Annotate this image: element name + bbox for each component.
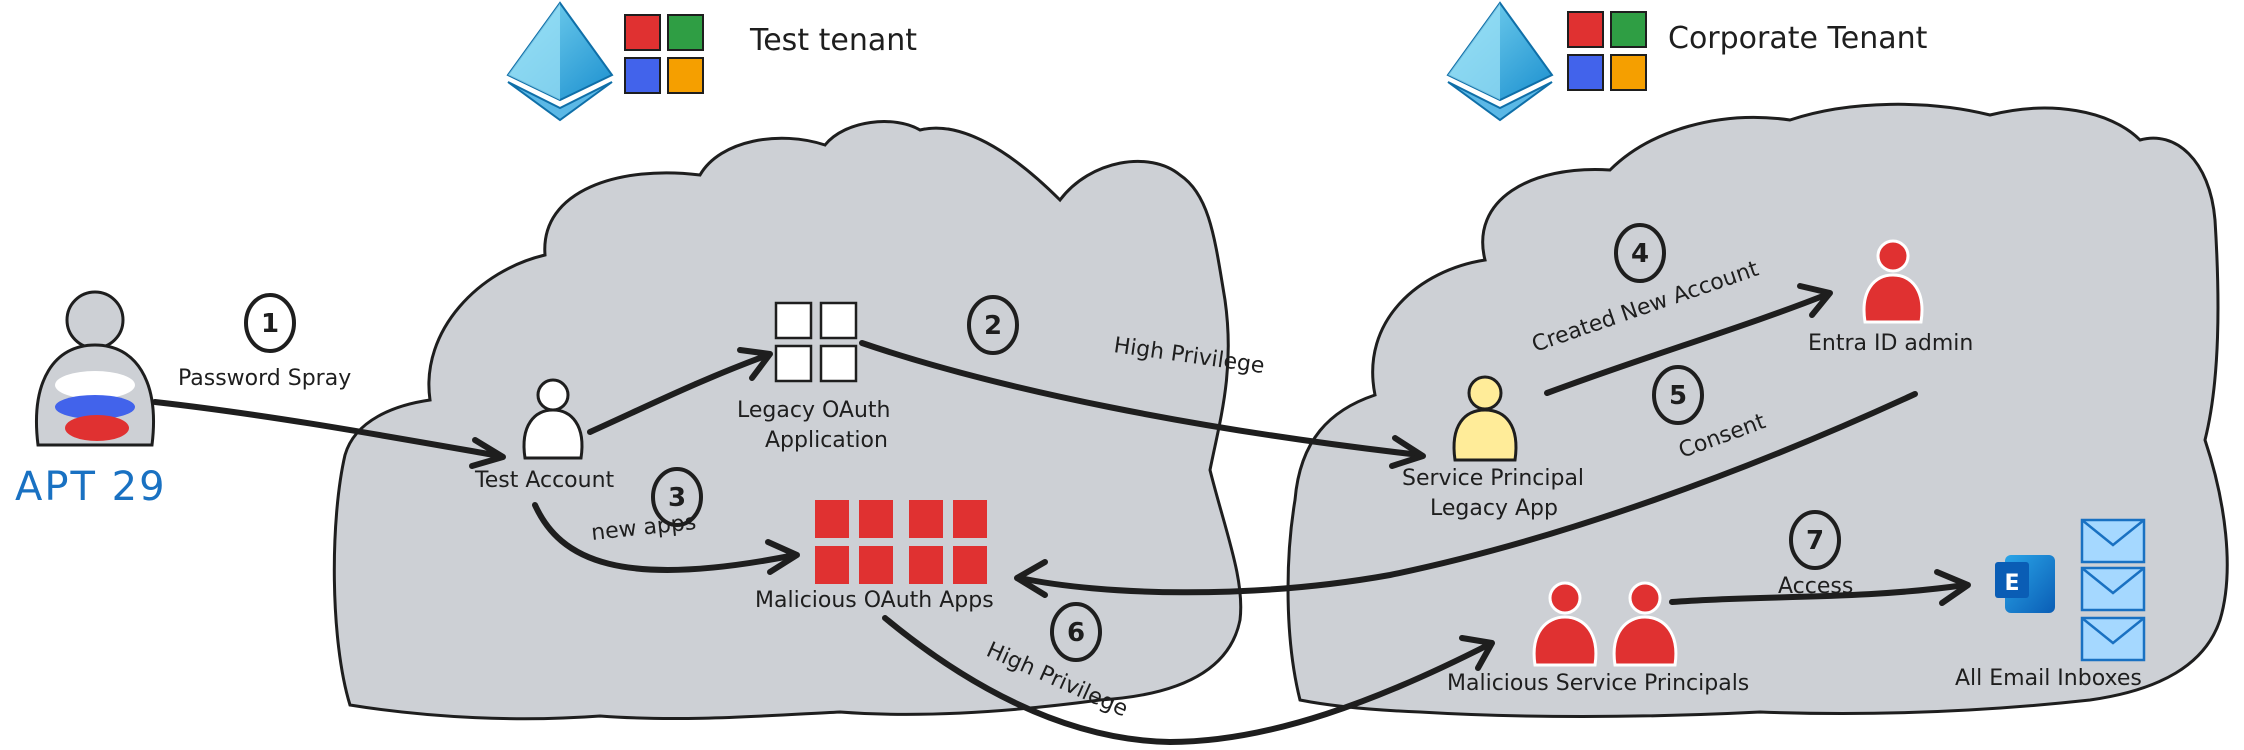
email-envelope-icon — [2080, 518, 2146, 564]
svg-text:E: E — [2004, 571, 2019, 596]
exchange-icon: E — [1995, 555, 2055, 613]
svg-text:6: 6 — [1067, 618, 1085, 648]
arrow-step-6 — [882, 615, 1495, 745]
arrow-step-7 — [1669, 569, 1971, 606]
step-5-badge: 5 — [1652, 365, 1704, 425]
step-2-badge: 2 — [967, 295, 1019, 355]
apt29-label: APT 29 — [15, 464, 167, 510]
email-inboxes-label: All Email Inboxes — [1955, 666, 2142, 691]
azure-ad-icon — [1446, 1, 1554, 122]
malicious-service-principals-icon — [1532, 581, 1678, 667]
svg-text:7: 7 — [1806, 526, 1824, 556]
step-7-label: Access — [1778, 574, 1853, 599]
email-envelope-icon — [2080, 566, 2146, 612]
test-account-icon — [522, 378, 584, 460]
microsoft-logo-icon — [624, 14, 704, 94]
azure-ad-icon — [506, 1, 614, 122]
test-tenant-title: Test tenant — [749, 23, 917, 58]
step-1-label: Password Spray — [178, 366, 351, 391]
svg-text:4: 4 — [1631, 239, 1649, 269]
arrow-step-2 — [859, 340, 1426, 469]
svg-text:1: 1 — [261, 309, 279, 339]
step-3-badge: 3 — [651, 467, 703, 527]
arrow-step-1 — [152, 399, 506, 469]
test-account-label: Test Account — [474, 468, 615, 493]
test-tenant-cloud — [332, 120, 1243, 721]
service-principal-icon — [1452, 375, 1518, 462]
malicious-service-principals-label: Malicious Service Principals — [1447, 671, 1749, 696]
step-1-badge: 1 — [244, 293, 296, 353]
legacy-oauth-app-label-line2: Application — [765, 428, 888, 453]
malicious-oauth-apps-label: Malicious OAuth Apps — [755, 588, 994, 613]
svg-text:2: 2 — [984, 311, 1002, 341]
apt29-actor-icon — [35, 290, 155, 447]
svg-text:3: 3 — [668, 483, 686, 513]
entra-admin-label: Entra ID admin — [1808, 331, 1973, 356]
step-4-badge: 4 — [1614, 223, 1666, 283]
step-7-badge: 7 — [1789, 510, 1841, 570]
service-principal-label-line1: Service Principal — [1402, 466, 1584, 491]
legacy-oauth-app-icon — [774, 301, 858, 383]
microsoft-logo-icon — [1567, 11, 1647, 91]
malicious-oauth-apps-icon — [815, 500, 987, 584]
arrow-step-5 — [1014, 391, 1918, 598]
arrow-step-4 — [1544, 283, 1833, 396]
entra-admin-icon — [1862, 239, 1924, 324]
corporate-tenant-cloud — [1286, 102, 2229, 718]
service-principal-label-line2: Legacy App — [1430, 496, 1558, 521]
arrow-account-to-legacy — [587, 347, 773, 435]
arrow-step-3 — [532, 502, 800, 575]
corporate-tenant-title: Corporate Tenant — [1668, 21, 1928, 56]
step-6-badge: 6 — [1050, 602, 1102, 662]
svg-text:5: 5 — [1669, 381, 1687, 411]
legacy-oauth-app-label-line1: Legacy OAuth — [737, 398, 890, 423]
email-envelope-icon — [2080, 616, 2146, 662]
